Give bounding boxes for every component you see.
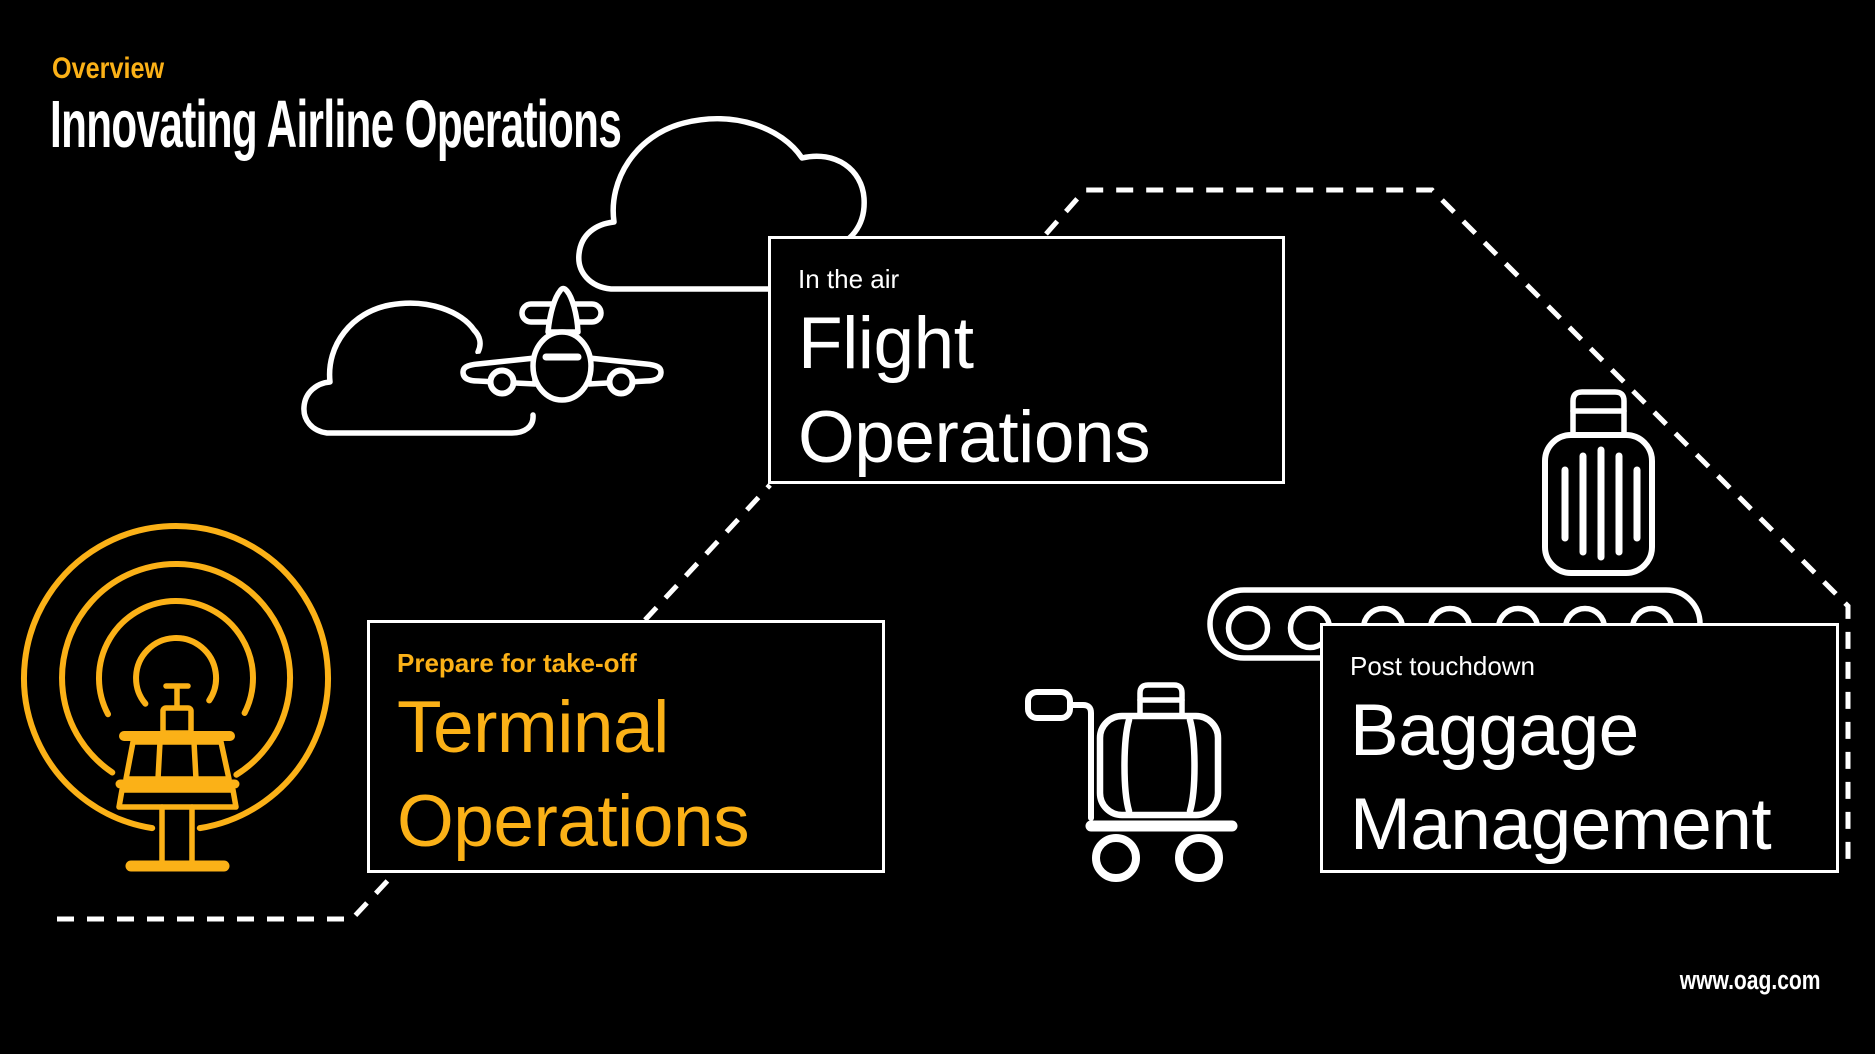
radar-ring-3 (96, 598, 256, 718)
cart-wheel (1175, 834, 1223, 882)
card-label: In the air (798, 264, 900, 294)
card-title-line: Management (1350, 784, 1772, 865)
cloud-small-icon (301, 300, 536, 436)
page-title: Innovating Airline Operations (50, 87, 622, 162)
cart-wheel (1092, 834, 1140, 882)
cart-handle-grip (1025, 689, 1073, 721)
card-title-line: Operations (397, 781, 750, 862)
card-title-line: Operations (798, 397, 1151, 478)
card-label: Post touchdown (1350, 651, 1536, 681)
radar-ring-outer (21, 523, 331, 832)
card-terminal-operations: Prepare for take-off Terminal Operations (367, 620, 885, 873)
website-link[interactable]: www.oag.com (1680, 965, 1821, 995)
suitcase-icon (1542, 389, 1655, 576)
airplane-icon (453, 278, 671, 410)
radar-ring-2 (59, 561, 294, 778)
cloud-large-icon (576, 116, 867, 292)
card-baggage-management: Post touchdown Baggage Management (1320, 623, 1839, 873)
luggage-cart-icon (1025, 682, 1238, 882)
radar-ring-inner (133, 635, 219, 707)
dashed-connector-terminal-flight (643, 483, 772, 622)
dashed-connector-tower-terminal (57, 874, 394, 922)
card-title-line: Terminal (397, 687, 669, 768)
card-flight-operations: In the air Flight Operations (768, 236, 1285, 484)
card-title-line: Baggage (1350, 690, 1639, 771)
card-title-line: Flight (798, 303, 974, 384)
cart-handle-bar (1067, 702, 1094, 821)
cart-suitcase (1096, 682, 1222, 819)
overview-eyebrow: Overview (52, 52, 165, 85)
dashed-connector-flight-baggage (1044, 187, 1851, 871)
conveyor-roller (1225, 605, 1271, 651)
card-label: Prepare for take-off (397, 648, 637, 678)
control-tower-icon (21, 523, 331, 872)
